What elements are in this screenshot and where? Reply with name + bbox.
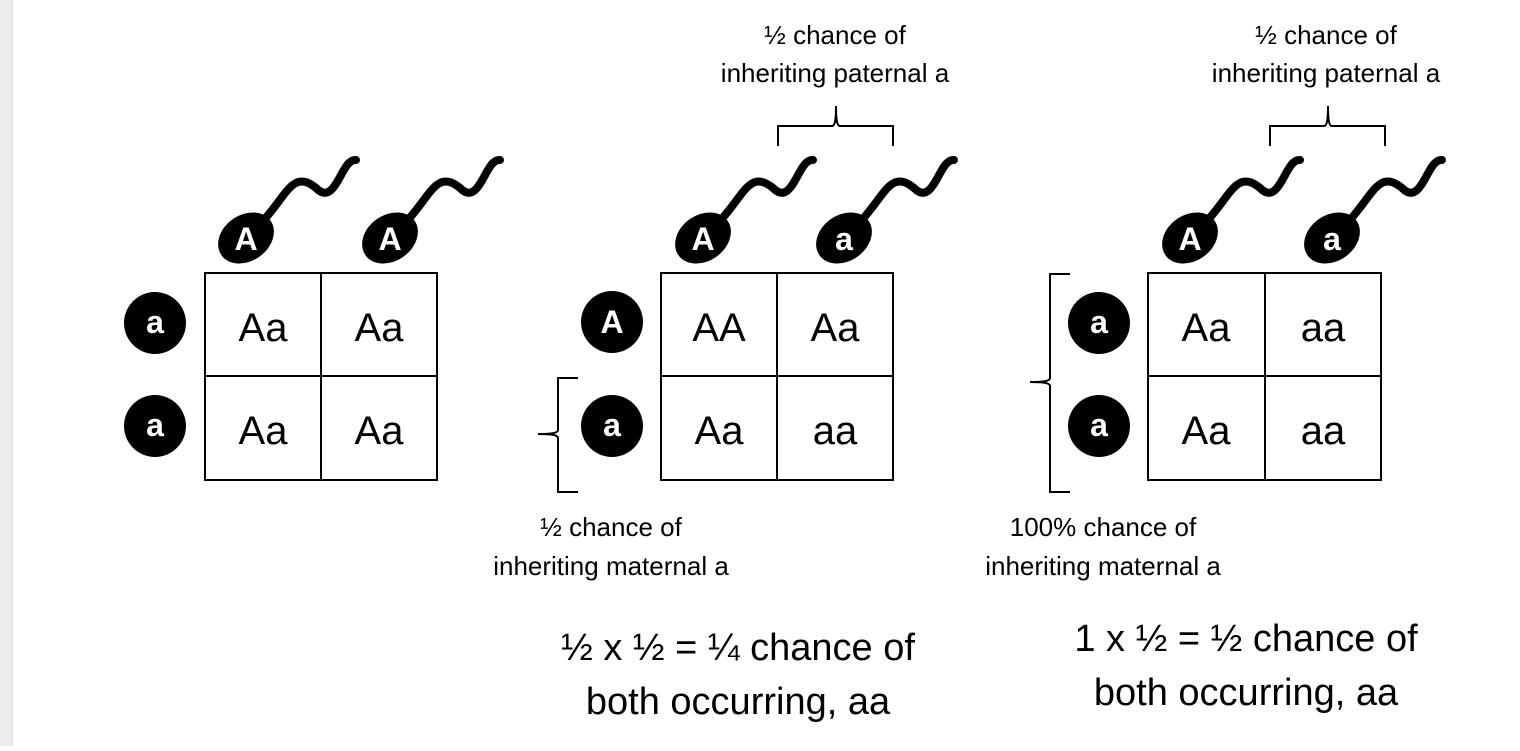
sperm-icon: A [362, 156, 504, 264]
maternal-brace [537, 377, 578, 493]
document-margin [0, 0, 13, 746]
egg-icon: a [124, 395, 186, 457]
punnett-cell: Aa [695, 409, 745, 453]
egg-icon: a [124, 292, 186, 354]
panel-2: ½ chance of inheriting paternal a A a A … [493, 20, 958, 723]
punnett-cell: Aa [1182, 306, 1232, 350]
paternal-allele-label: A [1178, 221, 1201, 257]
punnett-cell: AA [692, 306, 746, 350]
maternal-allele-label: a [146, 407, 164, 443]
maternal-allele-label: a [603, 407, 621, 443]
maternal-allele-label: a [146, 304, 164, 340]
paternal-note: inheriting paternal a [721, 58, 950, 88]
paternal-allele-label: A [691, 221, 714, 257]
maternal-allele-label: A [600, 304, 623, 340]
paternal-note: ½ chance of [764, 20, 906, 50]
paternal-allele-label: A [378, 221, 401, 257]
maternal-note: inheriting maternal a [493, 551, 729, 581]
punnett-cell: aa [813, 409, 858, 453]
punnett-cell: aa [1301, 409, 1346, 453]
probability-formula: both occurring, aa [586, 681, 891, 723]
punnett-cell: Aa [239, 409, 289, 453]
paternal-brace [1269, 105, 1386, 146]
egg-icon: A [581, 291, 643, 353]
probability-formula: 1 x ½ = ½ chance of [1074, 618, 1418, 660]
paternal-allele-label: a [1323, 221, 1341, 257]
maternal-note: 100% chance of [1010, 512, 1197, 542]
punnett-cell: Aa [239, 306, 289, 350]
punnett-cell: Aa [811, 306, 861, 350]
punnett-grid [1147, 272, 1382, 481]
maternal-note: ½ chance of [540, 512, 682, 542]
punnett-cell: Aa [1182, 409, 1232, 453]
probability-formula: ½ x ½ = ¼ chance of [561, 627, 915, 669]
punnett-grid [204, 272, 438, 481]
sperm-icon: A [218, 156, 360, 264]
maternal-note: inheriting maternal a [985, 551, 1221, 581]
panel-1: A A a a Aa Aa Aa Aa [124, 156, 504, 481]
sperm-icon: a [1304, 156, 1446, 264]
paternal-allele-label: a [835, 221, 853, 257]
paternal-allele-label: A [234, 221, 257, 257]
probability-formula: both occurring, aa [1094, 672, 1399, 714]
punnett-cell: aa [1301, 306, 1346, 350]
punnett-grid [660, 272, 894, 481]
paternal-note: inheriting paternal a [1212, 58, 1441, 88]
sperm-icon: a [816, 156, 958, 264]
egg-icon: a [581, 395, 643, 457]
maternal-allele-label: a [1090, 304, 1108, 340]
panel-3: ½ chance of inheriting paternal a A a a … [985, 20, 1446, 714]
paternal-note: ½ chance of [1255, 20, 1397, 50]
punnett-cell: Aa [355, 306, 405, 350]
maternal-brace [1029, 273, 1070, 493]
egg-icon: a [1068, 292, 1130, 354]
maternal-allele-label: a [1090, 407, 1108, 443]
sperm-icon: A [1162, 156, 1304, 264]
paternal-brace [777, 105, 894, 146]
punnett-cell: Aa [355, 409, 405, 453]
sperm-icon: A [675, 156, 817, 264]
egg-icon: a [1068, 395, 1130, 457]
